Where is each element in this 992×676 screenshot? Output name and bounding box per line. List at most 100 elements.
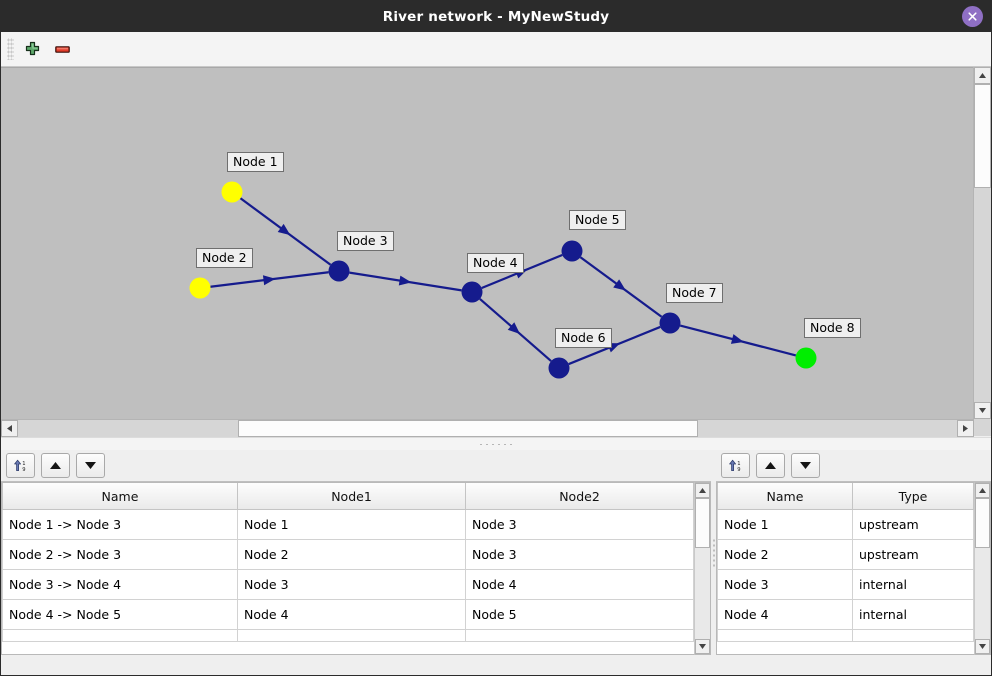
- branch-vscroll-thumb[interactable]: [695, 498, 710, 548]
- table-cell[interactable]: Node 3: [465, 539, 694, 570]
- graph-node[interactable]: [659, 312, 681, 334]
- graph-node[interactable]: [561, 240, 583, 262]
- chevron-up-icon: [699, 488, 706, 493]
- graph-node[interactable]: [221, 181, 243, 203]
- sort-branches-button[interactable]: 1 9: [6, 453, 35, 478]
- table-cell[interactable]: Node 4: [717, 599, 853, 630]
- graph-node-label[interactable]: Node 7: [666, 283, 723, 303]
- table-cell[interactable]: Node 3: [717, 569, 853, 600]
- sort-nodes-button[interactable]: 1 9: [721, 453, 750, 478]
- table-cell[interactable]: Node 4: [465, 569, 694, 600]
- arrow-down-icon: [800, 462, 811, 469]
- close-icon: [968, 12, 977, 21]
- node-scroll-up-button[interactable]: [975, 483, 990, 498]
- arrow-up-icon: [765, 462, 776, 469]
- close-window-button[interactable]: [962, 6, 983, 27]
- canvas-vscroll-thumb[interactable]: [974, 84, 991, 188]
- horizontal-splitter[interactable]: [1, 437, 991, 450]
- table-cell[interactable]: Node 4: [237, 599, 466, 630]
- table-cell[interactable]: internal: [852, 599, 974, 630]
- column-header[interactable]: Node1: [237, 483, 466, 510]
- branch-scroll-down-button[interactable]: [695, 639, 710, 654]
- move-branch-down-button[interactable]: [76, 453, 105, 478]
- scroll-up-button[interactable]: [974, 67, 991, 84]
- table-cell[interactable]: Node 3: [465, 509, 694, 540]
- graph-node[interactable]: [795, 347, 817, 369]
- scroll-left-button[interactable]: [1, 420, 18, 437]
- delete-node-button[interactable]: [47, 34, 77, 64]
- move-node-down-button[interactable]: [791, 453, 820, 478]
- toolbar-drag-handle[interactable]: [7, 38, 14, 60]
- graph-node[interactable]: [461, 281, 483, 303]
- graph-node-label[interactable]: Node 8: [804, 318, 861, 338]
- table-cell[interactable]: Node 1: [717, 509, 853, 540]
- table-cell[interactable]: Node 2: [717, 539, 853, 570]
- svg-text:9: 9: [737, 467, 740, 473]
- scroll-down-button[interactable]: [974, 402, 991, 419]
- chevron-right-icon: [963, 425, 968, 432]
- canvas-vertical-scrollbar[interactable]: [973, 67, 991, 419]
- table-cell[interactable]: Node 5: [465, 599, 694, 630]
- table-cell[interactable]: Node 4 -> Node 5: [2, 599, 238, 630]
- branch-row-partial[interactable]: [2, 629, 694, 642]
- graph-node-label[interactable]: Node 6: [555, 328, 612, 348]
- node-vscroll-thumb[interactable]: [975, 498, 990, 548]
- table-cell[interactable]: [465, 629, 694, 642]
- edge-arrow-icon: [262, 275, 276, 286]
- column-header[interactable]: Name: [2, 483, 238, 510]
- graph-node-label[interactable]: Node 5: [569, 210, 626, 230]
- canvas-hscroll-thumb[interactable]: [238, 420, 698, 437]
- scroll-right-button[interactable]: [957, 420, 974, 437]
- pane-vertical-splitter[interactable]: [711, 450, 716, 655]
- network-canvas[interactable]: Node 1 Node 2 Node 3 Node 4 Node 5 Node 6 Node…: [1, 67, 973, 419]
- graph-node-label[interactable]: Node 2: [196, 248, 253, 268]
- table-cell[interactable]: [852, 629, 974, 642]
- table-cell[interactable]: Node 1 -> Node 3: [2, 509, 238, 540]
- table-cell[interactable]: internal: [852, 569, 974, 600]
- table-cell[interactable]: Node 3: [237, 569, 466, 600]
- graph-node-label[interactable]: Node 1: [227, 152, 284, 172]
- add-node-button[interactable]: [17, 34, 47, 64]
- node-row-partial[interactable]: [717, 629, 974, 642]
- splitter-grip: [478, 442, 514, 446]
- table-cell[interactable]: Node 1: [237, 509, 466, 540]
- table-cell[interactable]: [2, 629, 238, 642]
- branch-table-vertical-scrollbar[interactable]: [694, 482, 711, 655]
- column-header[interactable]: Name: [717, 483, 853, 510]
- branch-scroll-up-button[interactable]: [695, 483, 710, 498]
- canvas-horizontal-scrollbar[interactable]: [1, 419, 974, 437]
- table-cell[interactable]: upstream: [852, 539, 974, 570]
- graph-node[interactable]: [548, 357, 570, 379]
- table-cell[interactable]: upstream: [852, 509, 974, 540]
- graph-node[interactable]: [189, 277, 211, 299]
- move-node-up-button[interactable]: [756, 453, 785, 478]
- edge-arrow-icon: [613, 279, 626, 291]
- svg-text:1: 1: [737, 461, 740, 467]
- move-branch-up-button[interactable]: [41, 453, 70, 478]
- graph-node-label[interactable]: Node 4: [467, 253, 524, 273]
- column-header[interactable]: Type: [852, 483, 974, 510]
- table-cell[interactable]: [717, 629, 853, 642]
- scrollbar-corner: [974, 419, 991, 436]
- table-cell[interactable]: Node 3 -> Node 4: [2, 569, 238, 600]
- node-table-vertical-scrollbar[interactable]: [974, 482, 991, 655]
- graph-node-label[interactable]: Node 3: [337, 231, 394, 251]
- sort-ascending-icon: 1 9: [729, 459, 741, 473]
- table-cell[interactable]: Node 2 -> Node 3: [2, 539, 238, 570]
- graph-node[interactable]: [328, 260, 350, 282]
- table-cell[interactable]: [237, 629, 466, 642]
- table-cell[interactable]: Node 2: [237, 539, 466, 570]
- column-header[interactable]: Node2: [465, 483, 694, 510]
- node-scroll-down-button[interactable]: [975, 639, 990, 654]
